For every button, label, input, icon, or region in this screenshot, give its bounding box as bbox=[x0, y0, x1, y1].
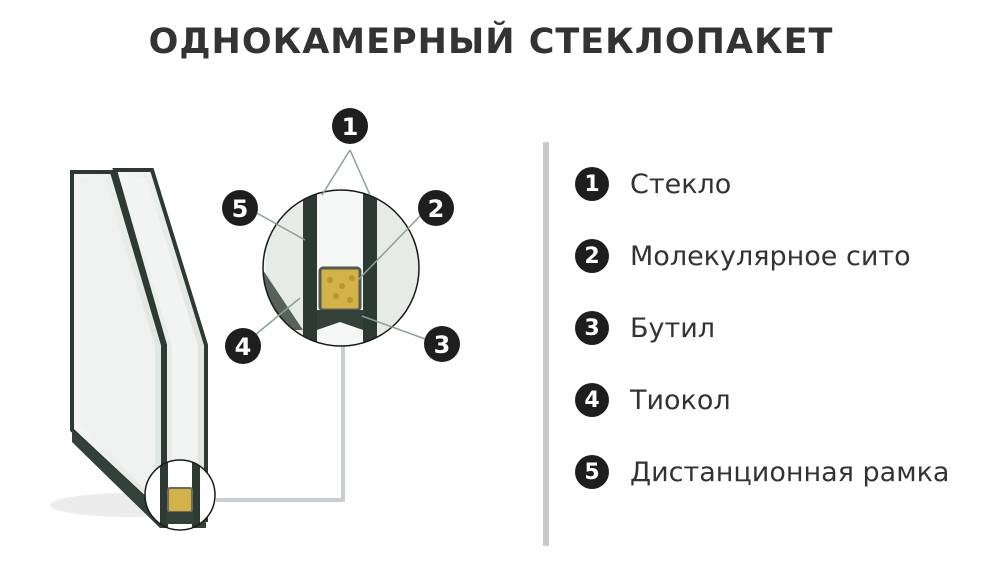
legend-item-glass: 1 Стекло bbox=[575, 167, 731, 201]
callout-3: 3 bbox=[424, 326, 460, 362]
legend-label: Молекулярное сито bbox=[630, 240, 911, 272]
callout-5: 5 bbox=[222, 190, 258, 226]
circle-number-icon: 5 bbox=[575, 455, 609, 489]
svg-text:4: 4 bbox=[235, 333, 252, 361]
legend-divider bbox=[543, 142, 549, 546]
legend-label: Тиокол bbox=[630, 384, 731, 416]
svg-text:3: 3 bbox=[434, 331, 451, 359]
zoom-connector bbox=[216, 346, 345, 502]
legend-item-molecular-sieve: 2 Молекулярное сито bbox=[575, 239, 911, 273]
circle-number-icon: 1 bbox=[575, 167, 609, 201]
callout-1: 1 bbox=[332, 108, 368, 144]
leader-lines bbox=[254, 149, 429, 341]
legend-label: Стекло bbox=[630, 168, 732, 200]
circle-number-icon: 3 bbox=[575, 311, 609, 345]
glazing-unit-diagram: 1 2 3 4 5 bbox=[50, 108, 460, 531]
page-title: ОДНОКАМЕРНЫЙ СТЕКЛОПАКЕТ bbox=[148, 22, 834, 62]
glass-pane-back bbox=[70, 170, 165, 520]
svg-text:1: 1 bbox=[342, 113, 359, 141]
legend-item-thiokol: 4 Тиокол bbox=[575, 383, 731, 417]
circle-number-icon: 4 bbox=[575, 383, 609, 417]
legend-item-butyl: 3 Бутил bbox=[575, 311, 715, 345]
callout-2: 2 bbox=[418, 190, 454, 226]
circle-number-icon: 2 bbox=[575, 239, 609, 273]
legend-label: Бутил bbox=[630, 312, 716, 344]
legend-item-spacer-frame: 5 Дистанционная рамка bbox=[575, 455, 949, 489]
zoom-detail-circle bbox=[262, 189, 420, 347]
legend-label: Дистанционная рамка bbox=[630, 456, 950, 488]
svg-text:5: 5 bbox=[232, 195, 249, 223]
callout-4: 4 bbox=[225, 328, 261, 364]
svg-text:2: 2 bbox=[428, 195, 445, 223]
small-detail-circle bbox=[144, 459, 216, 531]
